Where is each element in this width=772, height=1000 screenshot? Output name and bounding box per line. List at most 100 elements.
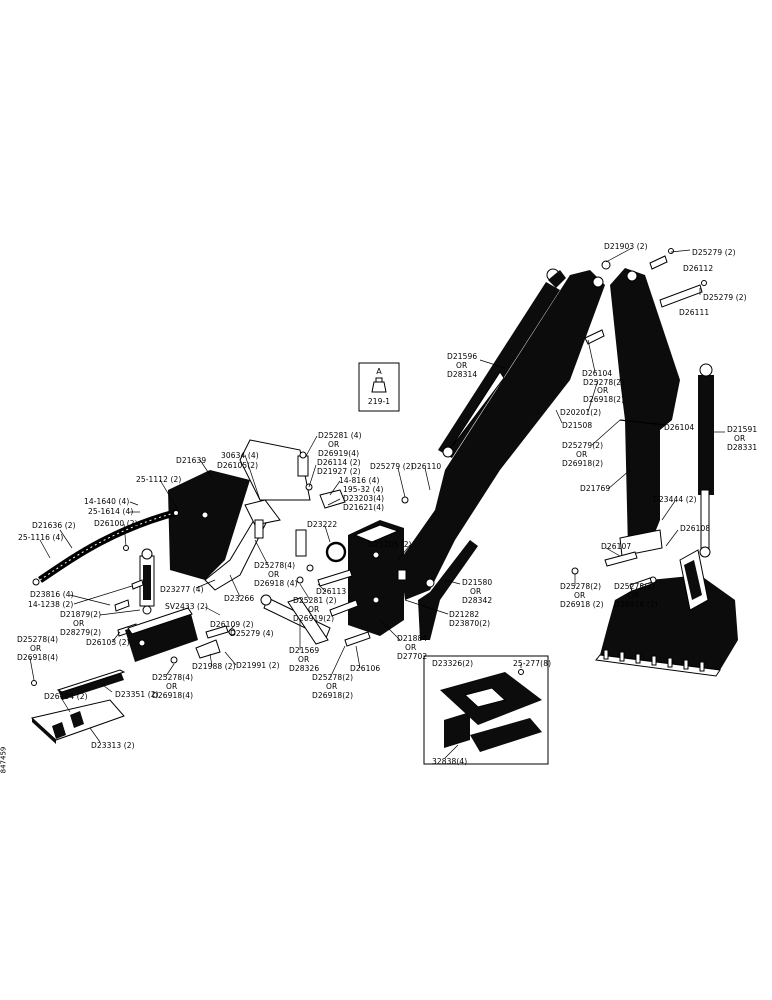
part-label: 25-1116 (4): [18, 533, 64, 542]
part-label: D23816 (4): [30, 590, 74, 599]
part-label: D28342: [462, 596, 493, 605]
part-label: D25278(2): [560, 582, 602, 591]
part-label: D26105(2): [217, 461, 259, 470]
part-label: D23313 (2): [91, 741, 135, 750]
part-label: OR: [574, 591, 586, 600]
tower-pins: [296, 496, 409, 647]
part-label: D26918 (2): [560, 600, 604, 609]
part-label: OR: [30, 644, 42, 653]
part-label: D26113: [316, 587, 347, 596]
swing-tower: [348, 520, 407, 636]
part-label: D26104: [582, 369, 613, 378]
part-label: D21282: [449, 610, 480, 619]
part-label: D28279(2): [60, 628, 102, 637]
part-label: D21636 (2): [32, 521, 76, 530]
part-label: D21580: [462, 578, 493, 587]
part-label: SV2433 (2): [165, 602, 208, 611]
part-label: OR: [308, 605, 320, 614]
part-label: 32838(4): [432, 757, 468, 766]
part-label: 195-32 (4): [343, 485, 384, 494]
part-label: D26919(2): [293, 614, 335, 623]
part-label: 14-1238 (2): [28, 600, 74, 609]
part-label: D25278(2): [614, 582, 656, 591]
part-label: OR: [166, 682, 178, 691]
part-label: D21508: [562, 421, 593, 430]
part-label: D21596: [447, 352, 478, 361]
part-label: D27702: [397, 652, 428, 661]
part-label: D23444 (2): [653, 495, 697, 504]
part-label: OR: [73, 619, 85, 628]
part-label: D25281 (2): [293, 596, 337, 605]
part-label: D25279(2): [562, 441, 604, 450]
snap-ring: [325, 541, 347, 563]
frame-links: [254, 451, 346, 557]
bucket: [595, 549, 738, 677]
part-label: D21903 (2): [604, 242, 648, 251]
part-label: OR: [405, 643, 417, 652]
detail-a-box: [358, 362, 400, 412]
part-label: D26107: [601, 542, 632, 551]
part-label: D26112: [683, 264, 714, 273]
part-label: D26114 (2): [317, 458, 361, 467]
part-label: OR: [298, 655, 310, 664]
part-label: D26109 (2): [210, 620, 254, 629]
part-label: D23277 (4): [160, 585, 204, 594]
pad-2: [30, 699, 125, 744]
part-label: D26110: [411, 462, 442, 471]
part-label: 25-277(8): [513, 659, 552, 668]
part-label: D23266: [224, 594, 255, 603]
part-label: D25278(4): [254, 561, 296, 570]
part-label: D26918 (2): [614, 600, 658, 609]
part-label: D25279 (4): [230, 629, 274, 638]
part-label: D26104: [664, 423, 695, 432]
detail-a-letter: A: [376, 367, 382, 376]
detail-a-code: 219-1: [367, 397, 391, 406]
part-label: D21879(2): [60, 610, 102, 619]
part-label: D21591: [727, 425, 758, 434]
boom-cylinder: [438, 268, 566, 458]
part-label: D28326: [289, 664, 320, 673]
part-label: D26108: [680, 524, 711, 533]
part-label: 14-1640 (4): [84, 497, 130, 506]
part-label: D26918(4): [17, 653, 59, 662]
part-label: OR: [597, 386, 609, 395]
part-label: D21769: [580, 484, 611, 493]
part-label: D21991 (2): [236, 661, 280, 670]
part-label: D26919(4): [318, 449, 360, 458]
part-label: D21988 (2): [192, 662, 236, 671]
part-label: D25278(4): [152, 673, 194, 682]
part-label: OR: [734, 434, 746, 443]
part-label: D21639: [176, 456, 207, 465]
boom-arm: [400, 270, 605, 640]
part-label: OR: [328, 440, 340, 449]
part-label: D20201(2): [560, 408, 602, 417]
leader-lines: [29, 247, 725, 759]
part-label: D23203(4): [343, 494, 385, 503]
part-label: D26103 (2): [86, 638, 130, 647]
stabilizer-housing: [125, 607, 198, 662]
lower-pins: [31, 625, 236, 686]
part-label: D28331: [727, 443, 758, 452]
part-label: D25279 (2): [692, 248, 736, 257]
part-label: D25278(2): [583, 378, 625, 387]
side-code: 847459: [0, 746, 8, 774]
part-label: D25281 (4): [318, 431, 362, 440]
part-label: D23870(2): [449, 619, 491, 628]
part-label: D21569: [289, 646, 320, 655]
part-label: 25-1614 (4): [88, 507, 134, 516]
upper-pins: [584, 248, 707, 345]
part-label: D26918(4): [152, 691, 194, 700]
part-label: OR: [576, 450, 588, 459]
part-label: D23203 (2): [368, 540, 412, 549]
part-label: D23351 (2): [115, 690, 159, 699]
part-label: 30634 (4): [221, 451, 259, 460]
part-label: 25-1112 (2): [136, 475, 182, 484]
part-label: D25279 (2): [370, 462, 414, 471]
part-label: 14-816 (4): [339, 476, 380, 485]
part-label: D21884: [397, 634, 428, 643]
bucket-pins: [571, 551, 657, 592]
bucket-cylinder: [698, 363, 714, 558]
part-label: OR: [628, 591, 640, 600]
